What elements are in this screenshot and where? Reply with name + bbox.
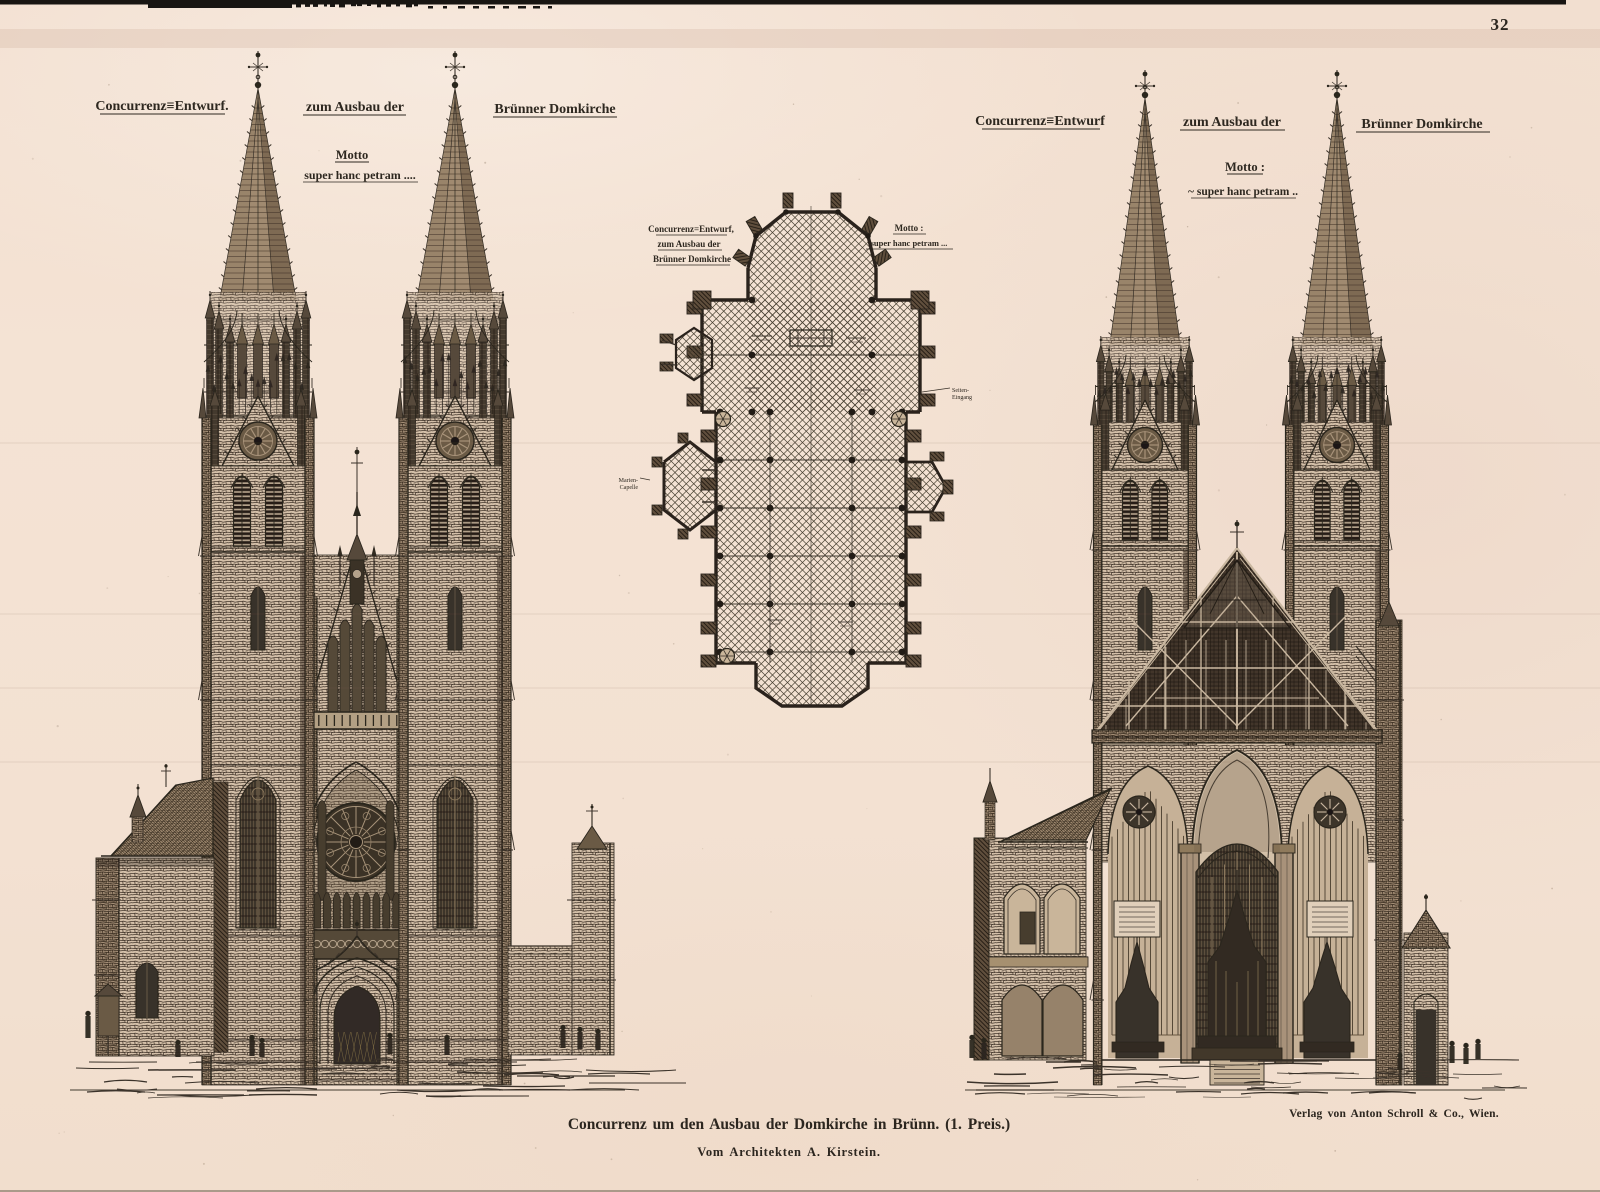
svg-text:~ super hanc petram ..: ~ super hanc petram .. [1188,186,1298,198]
svg-text:Motto :: Motto : [895,223,924,233]
svg-text:Concurrenz um den Ausbau der D: Concurrenz um den Ausbau der Domkirche i… [568,1116,1010,1133]
svg-text:Concurrenz≡Entwurf.: Concurrenz≡Entwurf. [95,99,228,114]
svg-text:zum Ausbau der: zum Ausbau der [306,100,404,115]
svg-text:Capelle: Capelle [620,485,639,491]
svg-text:Concurrenz=Entwurf,: Concurrenz=Entwurf, [648,224,734,234]
svg-text:Concurrenz≡Entwurf: Concurrenz≡Entwurf [975,114,1105,129]
svg-text:32: 32 [1491,15,1510,34]
svg-text:Motto: Motto [336,148,369,162]
svg-text:Verlag von Anton Schroll & Co.: Verlag von Anton Schroll & Co., Wien. [1289,1108,1499,1120]
svg-text:Motto :: Motto : [1225,160,1265,174]
svg-text:Marien-: Marien- [619,478,638,484]
svg-text:Brünner Domkirche: Brünner Domkirche [653,254,731,264]
svg-text:Brünner Domkirche: Brünner Domkirche [1361,117,1482,132]
svg-text:zum Ausbau der: zum Ausbau der [657,239,720,249]
svg-text:Vom Architekten A. Kirstein.: Vom Architekten A. Kirstein. [697,1145,881,1159]
svg-text:super hanc petram ....: super hanc petram .... [304,168,415,182]
svg-text:super hanc petram ...: super hanc petram ... [871,238,948,248]
svg-text:zum Ausbau der: zum Ausbau der [1183,115,1281,130]
svg-text:Seiten-: Seiten- [952,388,969,394]
svg-text:Eingang: Eingang [952,395,972,401]
svg-text:Brünner Domkirche: Brünner Domkirche [494,102,615,117]
